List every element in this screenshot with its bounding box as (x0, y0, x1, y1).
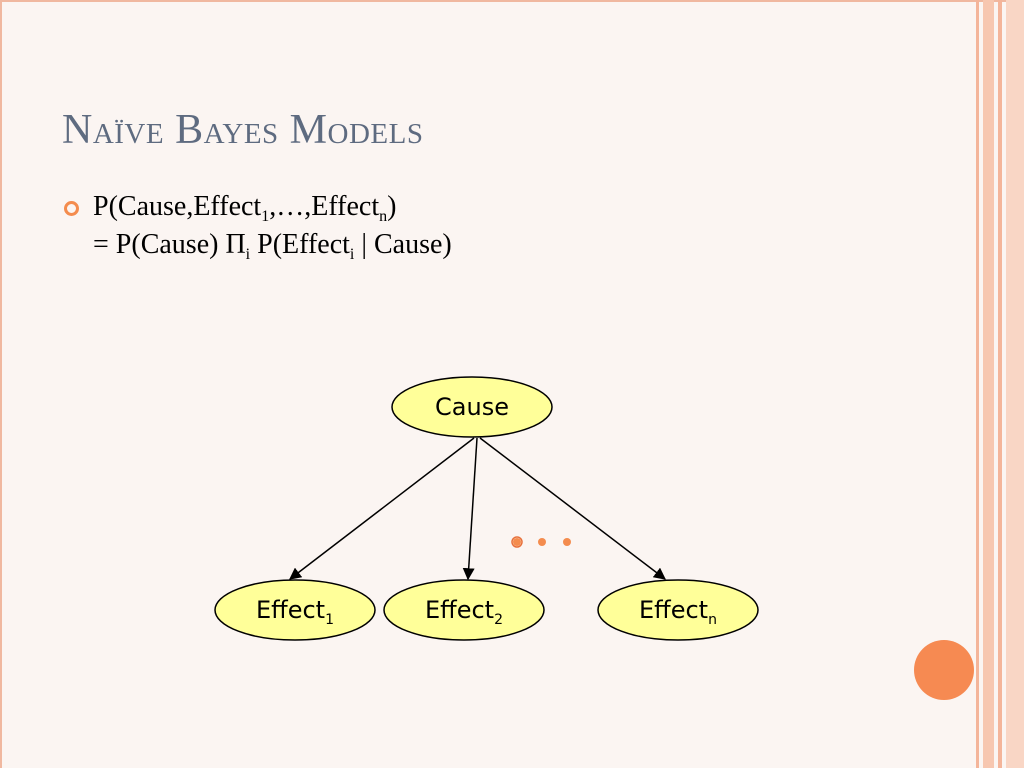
formula-text: ) (387, 191, 397, 222)
ellipsis-dot (538, 538, 546, 546)
formula-line-2: = P(Cause) Πi P(Effecti | Cause) (93, 226, 452, 264)
formula-text: ,…,Effect (269, 191, 380, 222)
node-effect1-shape (214, 579, 376, 641)
stripe (983, 0, 994, 768)
formula-subscript: 1 (261, 208, 270, 225)
decorative-stripes (976, 0, 1024, 768)
ellipsis-dot (513, 538, 521, 546)
ellipsis-dots: • • • (511, 536, 571, 548)
node-effect1: Effect1 (214, 579, 376, 641)
node-effectn-label: Effectn (639, 596, 717, 628)
bullet-formula: P(Cause,Effect1,…,Effectn) = P(Cause) Πi… (93, 188, 452, 264)
stripe (976, 0, 979, 768)
formula-text: = P(Cause) Π (93, 229, 246, 260)
slide-title: Naïve Bayes Models (62, 107, 424, 153)
stripe (1006, 0, 1024, 768)
node-cause-shape (391, 376, 553, 438)
formula-subscript: i (245, 246, 251, 263)
node-cause: Cause (391, 376, 553, 438)
decorative-circle (914, 640, 974, 700)
edge-cause-effect1 (289, 437, 475, 580)
formula-subscript: i (349, 246, 355, 263)
formula-text: P(Cause,Effect (93, 191, 262, 222)
ellipsis-dot (563, 538, 571, 546)
edge-cause-effectn (479, 437, 666, 580)
node-effect2: Effect2 (383, 579, 545, 641)
formula-subscript: n (379, 208, 388, 225)
formula-text: P(Effect (250, 229, 350, 260)
formula-line-1: P(Cause,Effect1,…,Effectn) (93, 188, 452, 226)
node-effect2-shape (383, 579, 545, 641)
bullet-icon (64, 201, 79, 216)
ellipsis-dot (511, 536, 523, 548)
formula-text: | Cause) (354, 229, 452, 260)
node-effect1-label: Effect1 (256, 596, 334, 628)
node-cause-label: Cause (435, 393, 509, 421)
stripe (998, 0, 1002, 768)
node-effect2-label: Effect2 (425, 596, 503, 628)
node-effectn-shape (597, 579, 759, 641)
node-effectn: Effectn (597, 579, 759, 641)
edge-cause-effect2 (462, 437, 478, 581)
